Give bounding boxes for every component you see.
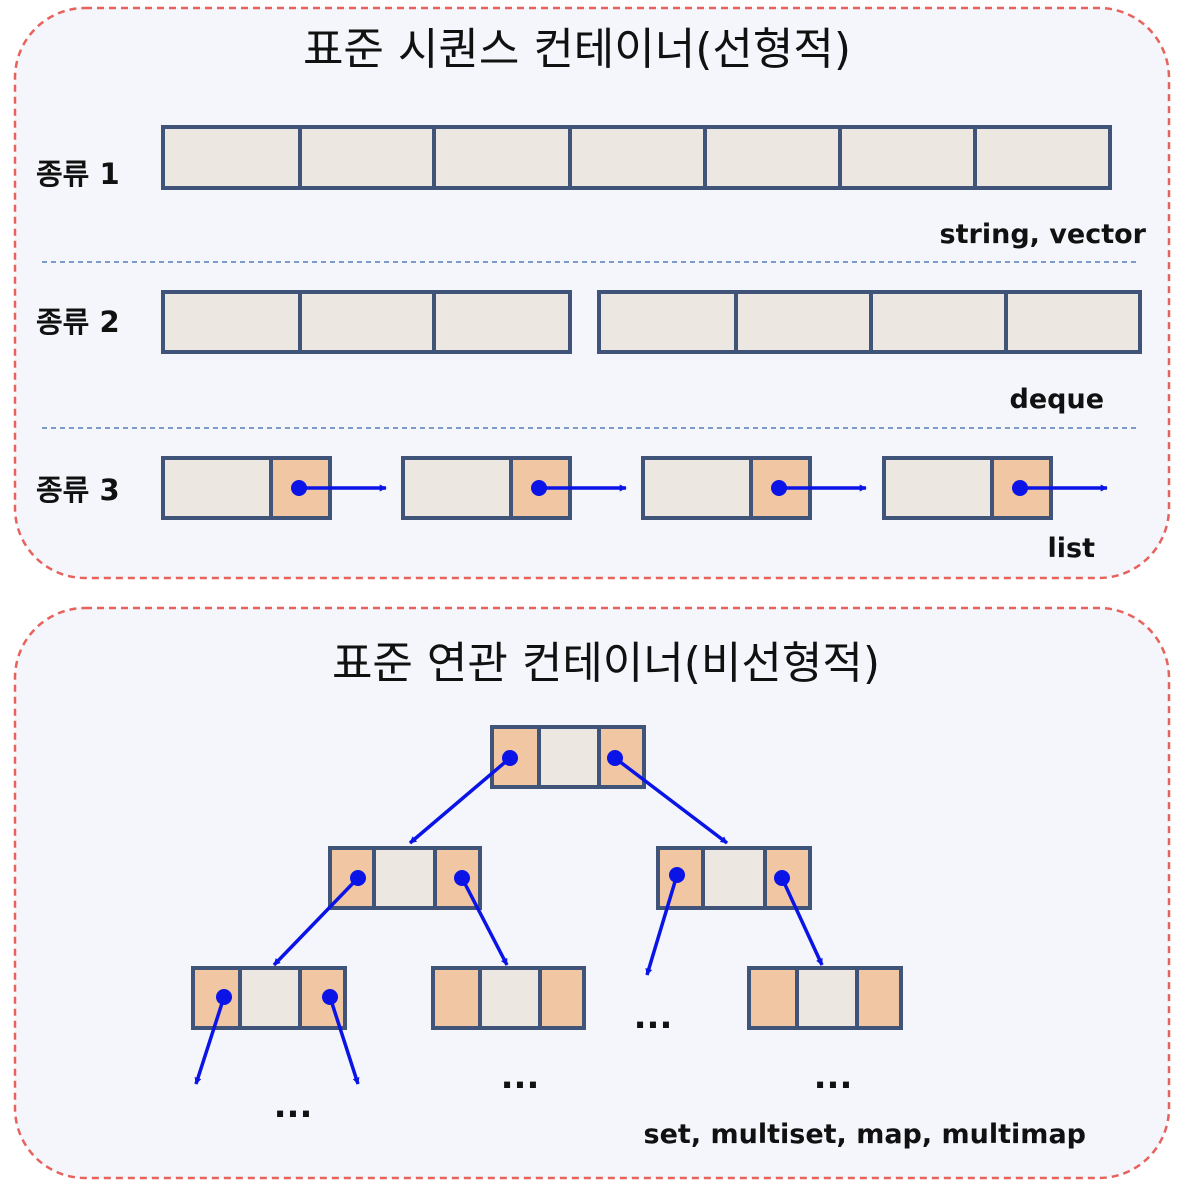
tree-node-level2-right <box>656 846 812 910</box>
tree-edge-l2right-right <box>780 877 824 966</box>
tree-edge-root-right <box>613 756 729 845</box>
ellipsis-2: ... <box>501 1057 540 1097</box>
ellipsis-3: ... <box>814 1057 853 1097</box>
deque-block-2 <box>597 290 1142 354</box>
associative-container-panel: 표준 연관 컨테이너(비선형적) <box>13 606 1171 1180</box>
list-node-1 <box>161 456 387 520</box>
row-label-1: 종류 1 <box>36 157 120 191</box>
associative-panel-frame <box>13 606 1171 1180</box>
list-node-4 <box>882 456 1108 520</box>
sequence-panel-title: 표준 시퀀스 컨테이너(선형적) <box>303 24 851 75</box>
row-label-2: 종류 2 <box>36 305 120 339</box>
row-caption-1: string, vector <box>940 219 1147 250</box>
vector-contiguous-block <box>161 125 1112 190</box>
tree-node-level2-left <box>328 846 482 910</box>
list-node-3 <box>641 456 867 520</box>
list-node-2 <box>401 456 627 520</box>
row-label-3: 종류 3 <box>36 473 120 507</box>
row-caption-2: deque <box>1010 384 1105 415</box>
associative-panel-title: 표준 연관 컨테이너(비선형적) <box>332 638 880 689</box>
tree-node-level3-2 <box>431 966 586 1030</box>
tree-edge-l2right-left <box>645 874 679 976</box>
sequence-container-panel: 표준 시퀀스 컨테이너(선형적) 종류 1 string, vector 종류 … <box>13 6 1171 580</box>
ellipsis-4: ... <box>274 1086 313 1126</box>
tree-edge-root-left <box>408 756 512 845</box>
tree-node-root <box>490 725 646 789</box>
tree-edge-l2left-right <box>460 877 509 966</box>
row-caption-3: list <box>1048 533 1096 564</box>
deque-block-1 <box>161 290 572 354</box>
associative-caption: set, multiset, map, multimap <box>644 1119 1086 1150</box>
ellipsis-1: ... <box>634 997 673 1037</box>
tree-edge-l3-1-left <box>194 996 226 1085</box>
tree-edge-l3-1-right <box>328 996 360 1085</box>
tree-edge-l2left-left <box>272 876 360 967</box>
tree-node-level3-3 <box>747 966 903 1030</box>
